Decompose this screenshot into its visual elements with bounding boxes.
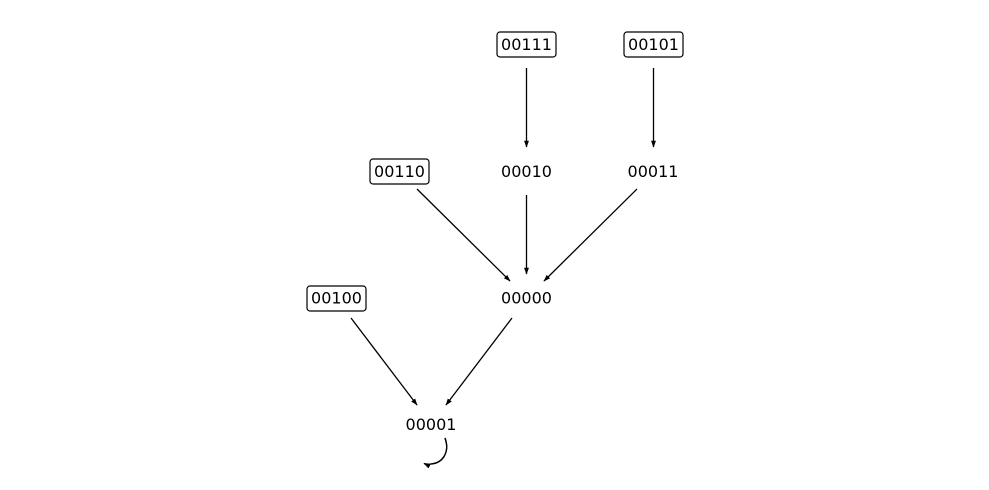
- edge-00100-to-00001: [350, 317, 418, 406]
- node-00010: 00010: [501, 162, 552, 181]
- node-00011: 00011: [628, 162, 679, 181]
- node-00110-box: [369, 158, 430, 185]
- node-00111-label: 00111: [501, 35, 552, 54]
- node-00101: 00101: [623, 31, 684, 58]
- node-00100-box: [306, 285, 367, 312]
- node-00111-box: [496, 31, 557, 58]
- node-00011-label: 00011: [628, 162, 679, 181]
- edge-00001-self-loop-tail: [430, 437, 448, 465]
- node-00010-label: 00010: [501, 162, 552, 181]
- node-00000: 00000: [501, 289, 552, 308]
- edges-layer: [350, 68, 656, 469]
- node-00001-label: 00001: [406, 415, 457, 434]
- nodes-layer: 00111 00101 00110 00010 00011 00100 0000…: [306, 31, 684, 434]
- node-00100: 00100: [306, 285, 367, 312]
- node-00110-label: 00110: [374, 162, 425, 181]
- node-00101-label: 00101: [628, 35, 679, 54]
- node-00001: 00001: [406, 415, 457, 434]
- node-00110: 00110: [369, 158, 430, 185]
- node-00000-label: 00000: [501, 289, 552, 308]
- edge-00011-to-00000: [543, 188, 638, 282]
- edge-00000-to-00001: [445, 317, 513, 406]
- node-00111: 00111: [496, 31, 557, 58]
- node-00101-box: [623, 31, 684, 58]
- node-00100-label: 00100: [311, 289, 362, 308]
- edge-00110-to-00000: [416, 188, 511, 282]
- edge-00001-to-00001: [423, 437, 448, 469]
